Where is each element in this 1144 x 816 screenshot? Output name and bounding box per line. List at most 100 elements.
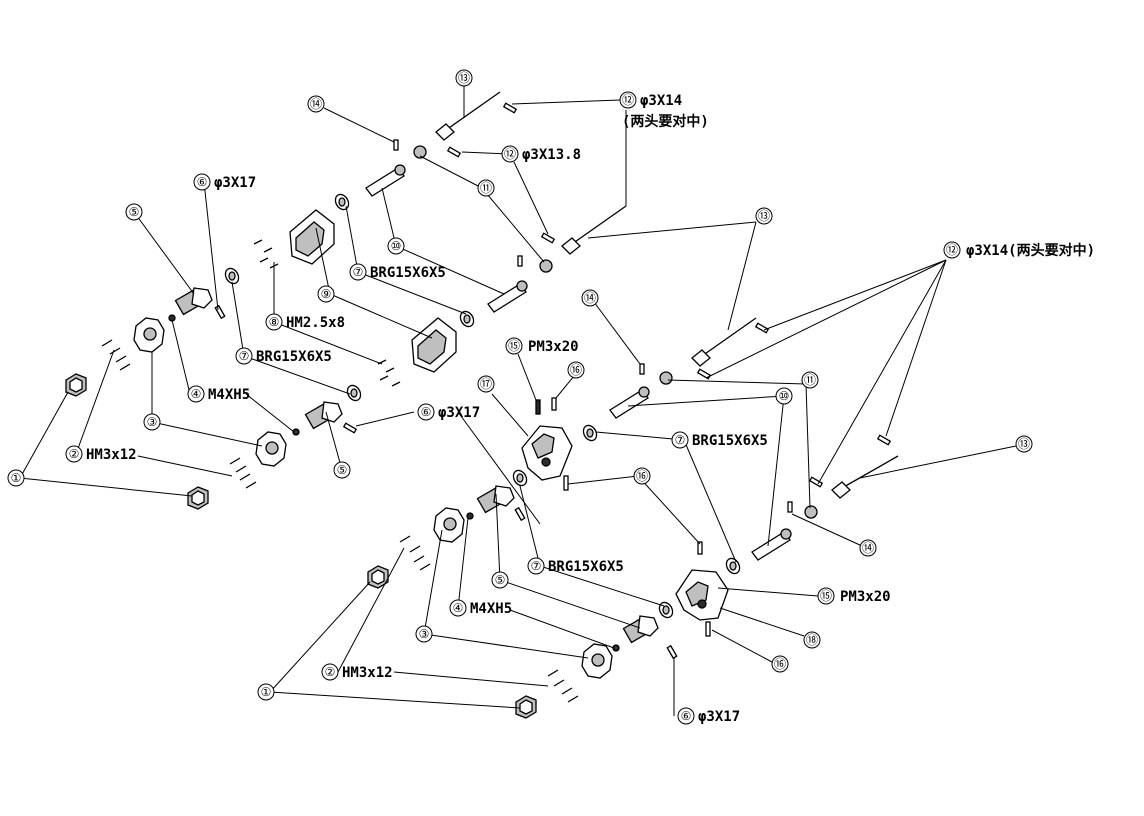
callout-7-lower: ⑦	[527, 557, 545, 575]
callout-7-upper: ⑦	[349, 263, 367, 281]
pin-12-f	[876, 434, 892, 446]
pin-14-b	[517, 255, 523, 267]
callout-14-top: ⑭	[307, 95, 325, 113]
screw-cluster-2-bottom-left	[399, 535, 431, 571]
hex-hub-bottom	[581, 643, 613, 679]
callout-number: ④	[191, 387, 202, 401]
screw-cluster-2-left	[101, 339, 131, 371]
callout-18: ⑱	[803, 631, 821, 649]
bearing-7-e	[582, 424, 598, 442]
pin-12-d	[754, 322, 770, 334]
label-phi3x14-top: φ3X14	[640, 93, 682, 109]
cv-joint-11-a	[413, 145, 427, 159]
callout-16-top: ⑯	[567, 361, 585, 379]
hex-hub-left	[133, 317, 165, 353]
pin-12-e	[696, 368, 712, 380]
cv-joint-11-b	[539, 259, 553, 273]
callout-12-top: ⑫	[619, 91, 637, 109]
callout-number: ⑩	[391, 239, 402, 253]
label-brg-right: BRG15X6X5	[692, 433, 768, 449]
callout-number: ⑧	[269, 315, 280, 329]
callout-number: ⑦	[239, 349, 250, 363]
dogbone-13-bottom	[831, 455, 899, 499]
callout-13-mid: ⑬	[755, 207, 773, 225]
shaft-10-bottom	[751, 528, 792, 561]
label-brg-upper: BRG15X6X5	[370, 265, 446, 281]
callout-15-top: ⑮	[505, 337, 523, 355]
callout-7-left: ⑦	[235, 347, 253, 365]
callout-number: ⑫	[504, 147, 516, 161]
pin-12-b	[446, 146, 462, 158]
callout-number: ②	[325, 665, 336, 679]
hex-hub-bottom-left	[433, 507, 465, 543]
pin-12-g	[808, 476, 824, 488]
callout-number: ⑥	[197, 175, 208, 189]
callout-12-right: ⑫	[943, 241, 961, 259]
hex-hub-center	[255, 431, 287, 467]
label-pm3x20-bottom: PM3x20	[840, 589, 891, 605]
callout-number: ⑭	[310, 97, 322, 111]
label-phi3x14-right: φ3X14(两头要对中)	[966, 242, 1095, 259]
wheel-hex-nut-bottom	[367, 565, 389, 589]
callout-number: ⑬	[758, 209, 770, 223]
callout-number: ⑯	[636, 469, 648, 483]
callout-13-right: ⑬	[1015, 435, 1033, 453]
callout-number: ⑦	[675, 433, 686, 447]
callout-number: ⑥	[421, 405, 432, 419]
callout-number: ①	[11, 471, 22, 485]
pin-6-d	[666, 644, 678, 660]
bearing-7-a	[224, 267, 240, 285]
callout-11-right: ⑪	[801, 371, 819, 389]
dogbone-13-mid	[561, 205, 627, 255]
callout-number: ⑮	[820, 589, 832, 603]
callout-3-bottom: ③	[415, 625, 433, 643]
nut-4-c	[466, 512, 474, 520]
callout-3-left: ③	[143, 413, 161, 431]
callout-number: ①	[261, 685, 272, 699]
bearing-7-c	[459, 310, 475, 328]
wheel-hex-nut-left-lower	[187, 486, 209, 510]
label-phi3x17-bottom: φ3X17	[698, 709, 740, 725]
callout-11-top: ⑪	[477, 179, 495, 197]
cv-joint-11-c	[659, 371, 673, 385]
label-brg-left: BRG15X6X5	[256, 349, 332, 365]
callout-number: ⑨	[321, 287, 332, 301]
callout-6-mid: ⑥	[417, 403, 435, 421]
callout-4-bottom: ④	[449, 599, 467, 617]
callout-number: ⑤	[337, 463, 348, 477]
callout-7-right: ⑦	[671, 431, 689, 449]
pin-12-c	[540, 232, 556, 244]
callout-16-mid: ⑯	[633, 467, 651, 485]
dogbone-13-right	[691, 317, 757, 367]
callout-number: ⑫	[622, 93, 634, 107]
callout-number: ⑪	[804, 373, 816, 387]
callout-number: ⑪	[480, 181, 492, 195]
callout-number: ⑯	[774, 657, 786, 671]
callout-6-top: ⑥	[193, 173, 211, 191]
callout-number: ⑭	[862, 541, 874, 555]
callout-number: ⑯	[570, 363, 582, 377]
housing-9-lower	[411, 317, 457, 373]
callout-number: ③	[419, 627, 430, 641]
pin-6-c	[514, 506, 526, 522]
housing-9-upper	[289, 209, 335, 265]
callout-6-bottom: ⑥	[677, 707, 695, 725]
wheel-hex-nut-left	[65, 373, 87, 397]
label-center-both-ends: (两头要对中)	[622, 113, 709, 130]
knuckle-18	[675, 569, 729, 621]
label-brg-lower: BRG15X6X5	[548, 559, 624, 575]
screw-16-d	[705, 621, 711, 637]
callout-10-top: ⑩	[387, 237, 405, 255]
callout-17: ⑰	[477, 375, 495, 393]
callout-2-bottom: ②	[321, 663, 339, 681]
shaft-10-middle	[487, 280, 528, 313]
pin-6-b	[342, 422, 358, 434]
screw-16-b	[563, 475, 569, 491]
callout-number: ④	[453, 601, 464, 615]
leader-lines	[19, 86, 1017, 716]
label-hm25x8: HM2.5x8	[286, 315, 345, 331]
callout-15-bottom: ⑮	[817, 587, 835, 605]
callout-16-bottom: ⑯	[771, 655, 789, 673]
callout-number: ⑮	[508, 339, 520, 353]
callout-14-mid: ⑭	[581, 289, 599, 307]
